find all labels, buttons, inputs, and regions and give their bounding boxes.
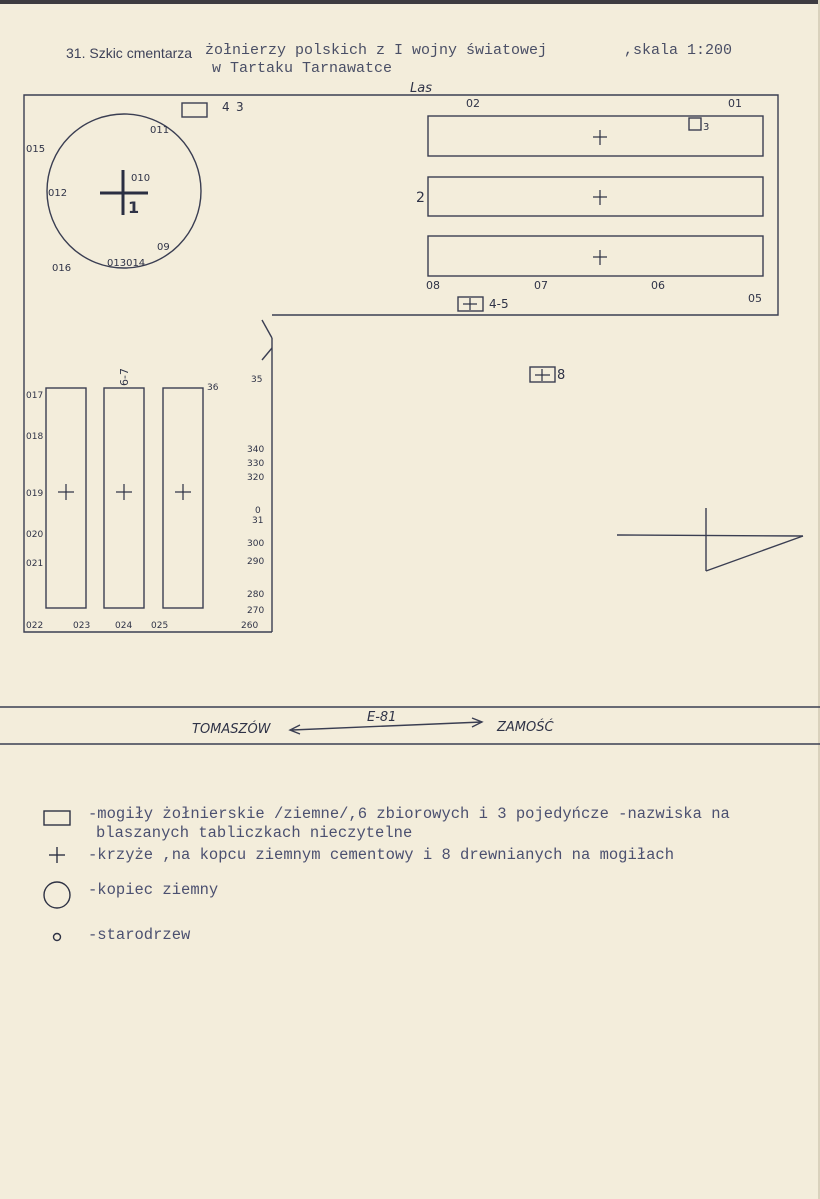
tree-022: 022 bbox=[26, 621, 43, 631]
road-name-label: E-81 bbox=[367, 710, 396, 725]
road-arrow-line bbox=[291, 721, 483, 731]
tree-0: 0 bbox=[255, 506, 261, 516]
marker-horizontal bbox=[616, 534, 804, 537]
square-icon bbox=[43, 810, 71, 826]
forest-label: Las bbox=[410, 81, 432, 96]
tree-260: 260 bbox=[241, 621, 258, 631]
tree-280: 280 bbox=[247, 590, 264, 600]
gate-mark-lower bbox=[261, 347, 273, 361]
tree-08: 08 bbox=[426, 279, 440, 292]
tree-340: 340 bbox=[247, 445, 264, 455]
tree-31: 31 bbox=[252, 516, 263, 526]
grave-col-1 bbox=[45, 387, 87, 609]
grave-8-box bbox=[529, 366, 556, 383]
grave-8-label: 8 bbox=[557, 368, 565, 383]
legend-crosses: -krzyże ,na kopcu ziemnym cementowy i 8 … bbox=[88, 846, 674, 864]
grave-6-7-label: 6-7 bbox=[118, 368, 131, 386]
tree-012: 012 bbox=[48, 188, 67, 199]
circle-icon bbox=[43, 881, 71, 909]
grave-col-2 bbox=[103, 387, 145, 609]
legend-mound: -kopiec ziemny bbox=[88, 881, 219, 899]
tree-019: 019 bbox=[26, 489, 43, 499]
earth-mound bbox=[46, 113, 202, 269]
tree-013-014: 013014 bbox=[107, 258, 145, 269]
sketch-title-line2: w Tartaku Tarnawatce bbox=[212, 60, 393, 77]
tree-011: 011 bbox=[150, 125, 169, 136]
tree-300: 300 bbox=[247, 539, 264, 549]
grave-col-3 bbox=[162, 387, 204, 609]
tree-35: 35 bbox=[251, 375, 262, 385]
road-from-label: TOMASZÓW bbox=[192, 721, 272, 737]
sketch-title-line1: żołnierzy polskich z I wojny światowej bbox=[205, 42, 548, 59]
road-to-label: ZAMOŚĆ bbox=[496, 719, 554, 735]
tree-016: 016 bbox=[52, 263, 71, 274]
grave-3-box bbox=[688, 117, 702, 131]
tree-020: 020 bbox=[26, 530, 43, 540]
tree-290: 290 bbox=[247, 557, 264, 567]
tree-024: 024 bbox=[115, 621, 132, 631]
tree-320: 320 bbox=[247, 473, 264, 483]
grave-4-5-box bbox=[457, 296, 484, 312]
grave-4-5-label: 4-5 bbox=[489, 297, 509, 311]
tree-270: 270 bbox=[247, 606, 264, 616]
tree-06: 06 bbox=[651, 279, 665, 292]
tree-label-4: 4 bbox=[222, 100, 230, 114]
marker-diagonal bbox=[705, 535, 804, 572]
grave-row-3 bbox=[427, 235, 764, 277]
grave-3-label: 3 bbox=[703, 122, 709, 133]
grave-row-2 bbox=[427, 176, 764, 217]
grave-row-1 bbox=[427, 115, 764, 157]
road-arrow-left-head bbox=[288, 724, 301, 735]
tree-015: 015 bbox=[26, 144, 45, 155]
tree-01: 01 bbox=[728, 97, 742, 110]
tree-09: 09 bbox=[157, 242, 170, 253]
scan-top-edge bbox=[0, 0, 820, 4]
tree-label-3: 3 bbox=[236, 100, 244, 114]
tree-025: 025 bbox=[151, 621, 168, 631]
tree-07: 07 bbox=[534, 279, 548, 292]
tree-010: 010 bbox=[131, 173, 150, 184]
tree-330: 330 bbox=[247, 459, 264, 469]
legend-graves-line1: -mogiły żołnierskie /ziemne/,6 zbiorowyc… bbox=[88, 805, 730, 823]
tree-02: 02 bbox=[466, 97, 480, 110]
scan-right-edge bbox=[818, 0, 820, 1199]
sketch-number-label: 31. Szkic cmentarza bbox=[66, 45, 193, 61]
row-label-2: 2 bbox=[416, 190, 425, 206]
tree-017: 017 bbox=[26, 391, 43, 401]
grave-small-top bbox=[181, 102, 208, 118]
mound-cross-label: 1 bbox=[128, 198, 139, 217]
gate-mark-upper bbox=[261, 319, 273, 339]
tree-05: 05 bbox=[748, 292, 762, 305]
cemetery-boundary bbox=[23, 94, 779, 633]
road-arrow-right-head bbox=[471, 717, 484, 728]
legend-graves-line2: blaszanych tabliczkach nieczytelne bbox=[96, 824, 413, 842]
tree-023: 023 bbox=[73, 621, 90, 631]
legend-trees: -starodrzew bbox=[88, 926, 191, 944]
tree-018: 018 bbox=[26, 432, 43, 442]
sketch-scale: ,skala 1:200 bbox=[624, 42, 733, 59]
tree-dot-icon bbox=[52, 932, 62, 942]
tree-36: 36 bbox=[207, 383, 219, 393]
tree-021: 021 bbox=[26, 559, 43, 569]
